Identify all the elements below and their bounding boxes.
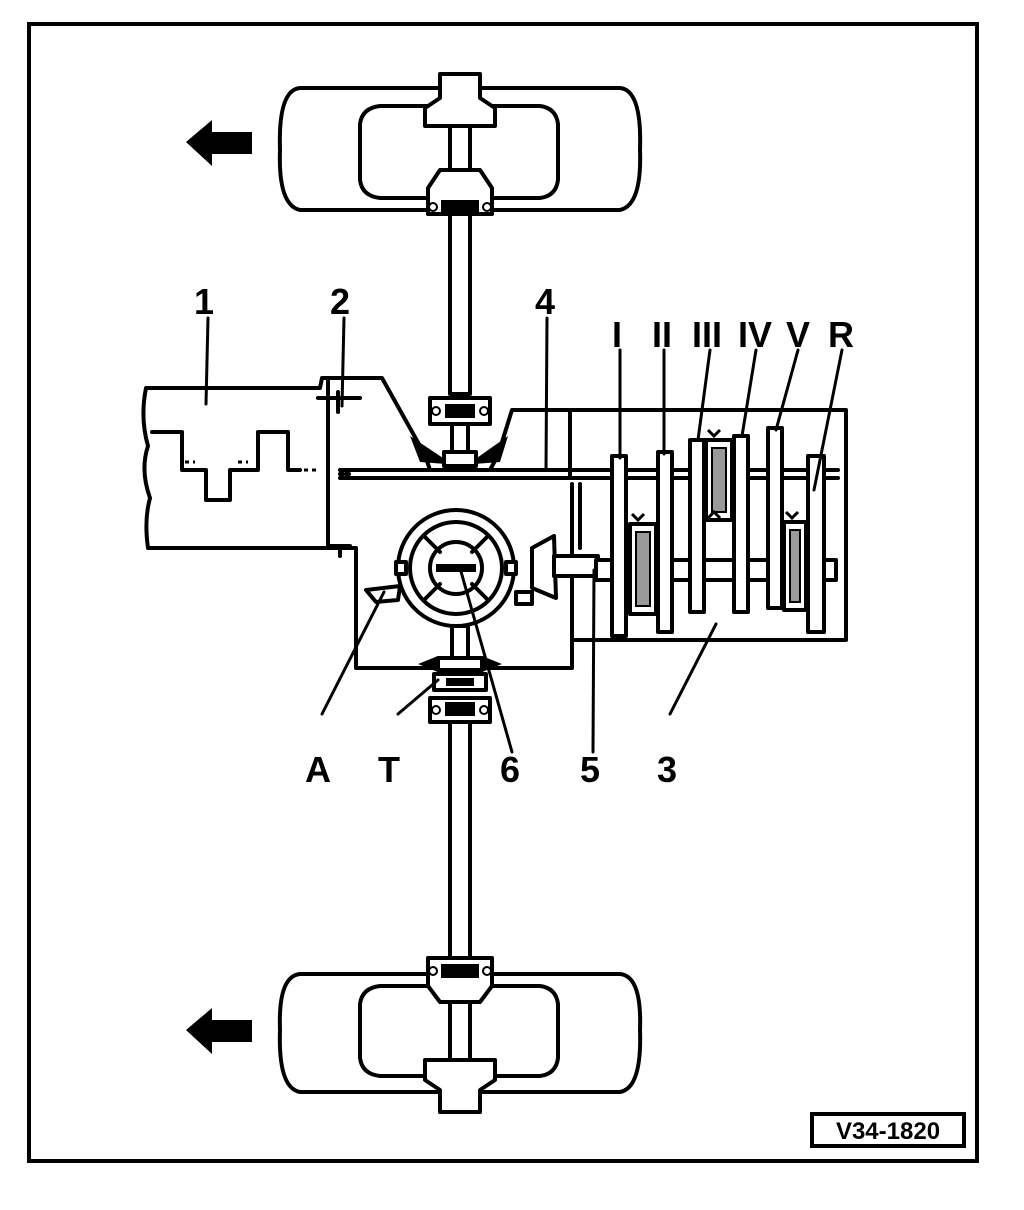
callout-5: 5 bbox=[580, 749, 600, 790]
top-hub bbox=[423, 72, 497, 128]
leader-lines bbox=[204, 316, 844, 754]
callout-6: 6 bbox=[500, 749, 520, 790]
top-rim bbox=[358, 104, 560, 200]
upper-drive-shaft bbox=[448, 212, 472, 396]
forward-arrow-bottom bbox=[186, 1008, 252, 1054]
diagram-frame bbox=[27, 22, 979, 1163]
input-shaft bbox=[338, 468, 840, 480]
callout-gear-IV: IV bbox=[738, 314, 772, 355]
gearbox-gears bbox=[594, 426, 838, 638]
figure-id: V34-1820 bbox=[836, 1118, 940, 1145]
callout-gear-II: II bbox=[652, 314, 672, 355]
callout-T: T bbox=[378, 749, 400, 790]
bottom-rim bbox=[358, 984, 560, 1078]
lower-drive-shaft bbox=[448, 720, 472, 962]
bottom-wheel-assembly bbox=[186, 956, 643, 1114]
forward-arrow-top bbox=[186, 120, 252, 166]
differential bbox=[364, 508, 600, 628]
callout-4: 4 bbox=[535, 281, 555, 322]
transmission-flange-arrows bbox=[418, 656, 502, 672]
callout-3: 3 bbox=[657, 749, 677, 790]
callout-gear-R: R bbox=[828, 314, 854, 355]
bottom-hub bbox=[423, 1058, 497, 1114]
callout-gear-I: I bbox=[612, 314, 622, 355]
figure-id-box bbox=[810, 1112, 966, 1148]
callout-gear-III: III bbox=[692, 314, 722, 355]
callout-A: A bbox=[305, 749, 331, 790]
callout-gear-V: V bbox=[786, 314, 810, 355]
top-wheel-assembly bbox=[186, 72, 643, 216]
callout-1: 1 bbox=[194, 281, 214, 322]
callout-2: 2 bbox=[330, 281, 350, 322]
clutch-housing bbox=[316, 376, 362, 558]
